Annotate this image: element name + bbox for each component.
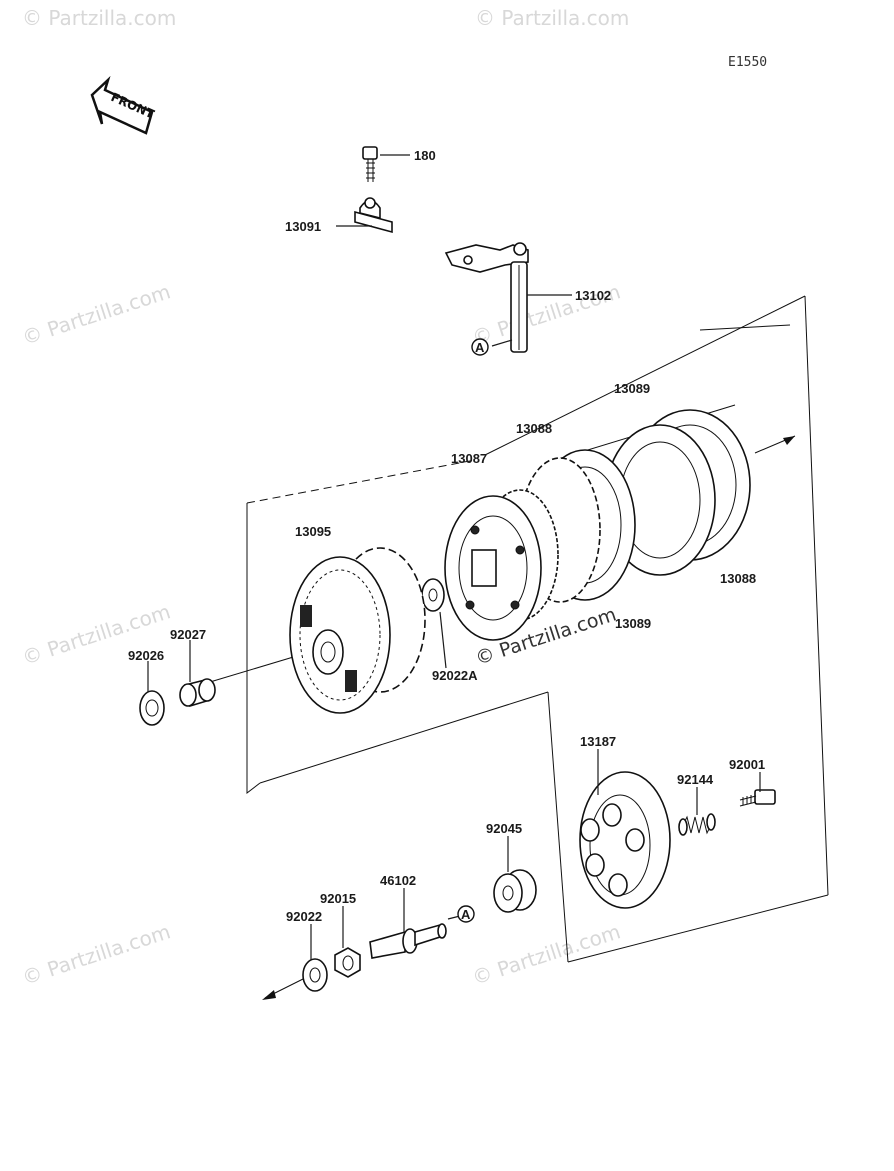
front-arrow-icon: FRONT [90,75,157,135]
part-label-92015[interactable]: 92015 [320,891,356,906]
part-label-13187[interactable]: 13187 [580,734,616,749]
washer-92026-icon [139,690,165,726]
part-label-92045[interactable]: 92045 [486,821,522,836]
watermark-3: © Partzilla.com [19,279,173,350]
pushrod-46102-icon [369,923,447,959]
part-label-13088-top[interactable]: 13088 [516,421,552,436]
part-label-92001[interactable]: 92001 [729,757,765,772]
watermark-1: © Partzilla.com [22,6,176,30]
reference-marker-a-2: A [457,905,475,923]
bolt-180-icon [362,146,378,182]
bolt-92001-icon [739,789,776,807]
part-label-13095[interactable]: 13095 [295,524,331,539]
part-label-13091[interactable]: 13091 [285,219,321,234]
washer-92022-icon [302,958,328,992]
clutch-housing-13095-icon [289,547,426,714]
diagram-code: E1550 [728,55,767,70]
reference-marker-a-1: A [471,338,489,356]
watermark-2: © Partzilla.com [475,6,629,30]
part-label-92026[interactable]: 92026 [128,648,164,663]
part-label-92022a[interactable]: 92022A [432,668,478,683]
spring-92144-icon [678,813,716,836]
bearing-92045-icon [493,869,537,913]
watermark-7: © Partzilla.com [469,919,623,990]
nut-92015-icon [334,947,361,978]
part-label-13089-top[interactable]: 13089 [614,381,650,396]
part-label-92022[interactable]: 92022 [286,909,322,924]
part-label-92027[interactable]: 92027 [170,627,206,642]
shaft-13102-icon [444,242,529,353]
sleeve-92027-icon [179,678,216,708]
part-label-13089-bottom[interactable]: 13089 [615,616,651,631]
part-label-92144[interactable]: 92144 [677,772,714,787]
watermark-6: © Partzilla.com [19,919,173,990]
part-label-13088-bottom[interactable]: 13088 [720,571,756,586]
svg-text:A: A [475,340,485,355]
bracket-13091-icon [354,197,393,234]
part-label-13102[interactable]: 13102 [575,288,611,303]
svg-text:A: A [461,907,471,922]
part-labels: 180 13091 13102 13089 13088 13087 13095 … [128,148,765,924]
part-label-13087[interactable]: 13087 [451,451,487,466]
washer-92022a-icon [421,578,445,612]
part-label-180[interactable]: 180 [414,148,436,163]
clutch-hub-13087-icon [444,489,559,641]
pressure-plate-13187-icon [579,771,671,909]
part-label-46102[interactable]: 46102 [380,873,416,888]
